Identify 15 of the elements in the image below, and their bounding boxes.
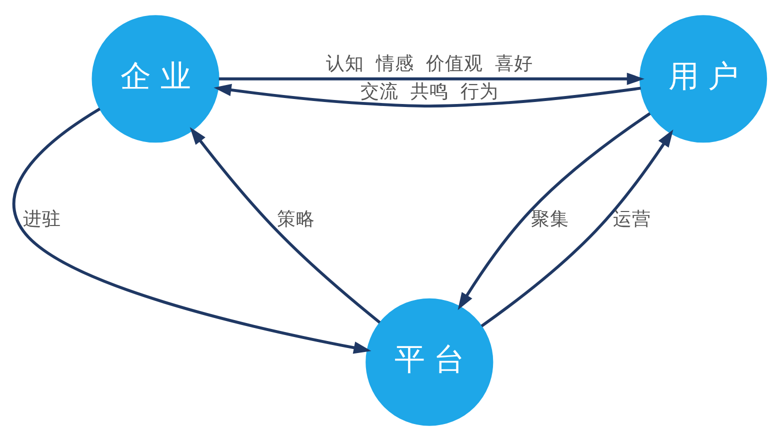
arrow xyxy=(12,108,372,354)
arrow xyxy=(458,112,651,310)
edge-label: 认知 情感 价值观 喜好 xyxy=(326,53,533,74)
node-circle: 用 户 xyxy=(640,15,768,143)
arrow xyxy=(218,72,644,86)
node-circle: 企 业 xyxy=(92,15,220,143)
arrow xyxy=(190,127,381,324)
arrow xyxy=(214,84,641,108)
edge-label: 进驻 xyxy=(23,208,62,230)
edge-label: 运营 xyxy=(612,208,651,230)
edge-label: 交流 共鸣 行为 xyxy=(360,81,498,102)
arrow xyxy=(480,130,674,328)
edge-label: 策略 xyxy=(276,208,315,230)
node-circle: 平 台 xyxy=(366,298,494,426)
edge-label: 聚集 xyxy=(530,208,569,230)
